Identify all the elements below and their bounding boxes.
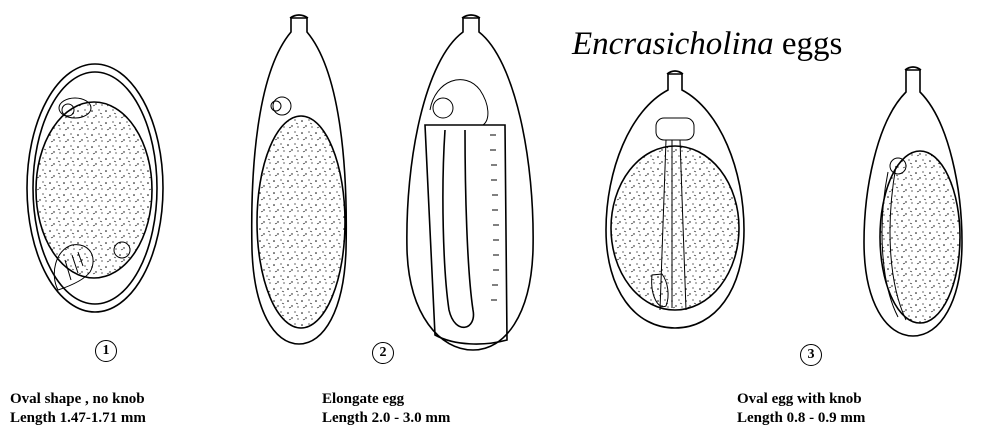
title-rest: eggs <box>782 26 843 62</box>
egg-oval-knob-lateral-illustration <box>858 62 968 342</box>
caption-1-shape: Oval shape , no knob <box>10 390 146 409</box>
page-title: Encrasicholina eggs <box>572 26 842 63</box>
figure-number-3: 3 <box>800 344 822 366</box>
egg-oval-knob-illustration <box>600 70 750 332</box>
caption-3: Oval egg with knob Length 0.8 - 0.9 mm <box>737 390 865 428</box>
caption-2-shape: Elongate egg <box>322 390 450 409</box>
figure-number-2: 2 <box>372 342 394 364</box>
figure-number-1: 1 <box>95 340 117 362</box>
egg-elongate-illustration <box>244 10 354 350</box>
caption-1: Oval shape , no knob Length 1.47-1.71 mm <box>10 390 146 428</box>
caption-3-length: Length 0.8 - 0.9 mm <box>737 409 865 428</box>
caption-2-length: Length 2.0 - 3.0 mm <box>322 409 450 428</box>
egg-elongate-embryo-illustration <box>395 10 545 355</box>
caption-2: Elongate egg Length 2.0 - 3.0 mm <box>322 390 450 428</box>
title-genus: Encrasicholina <box>572 26 774 62</box>
caption-3-shape: Oval egg with knob <box>737 390 865 409</box>
egg-oval-illustration <box>20 60 170 315</box>
caption-1-length: Length 1.47-1.71 mm <box>10 409 146 428</box>
